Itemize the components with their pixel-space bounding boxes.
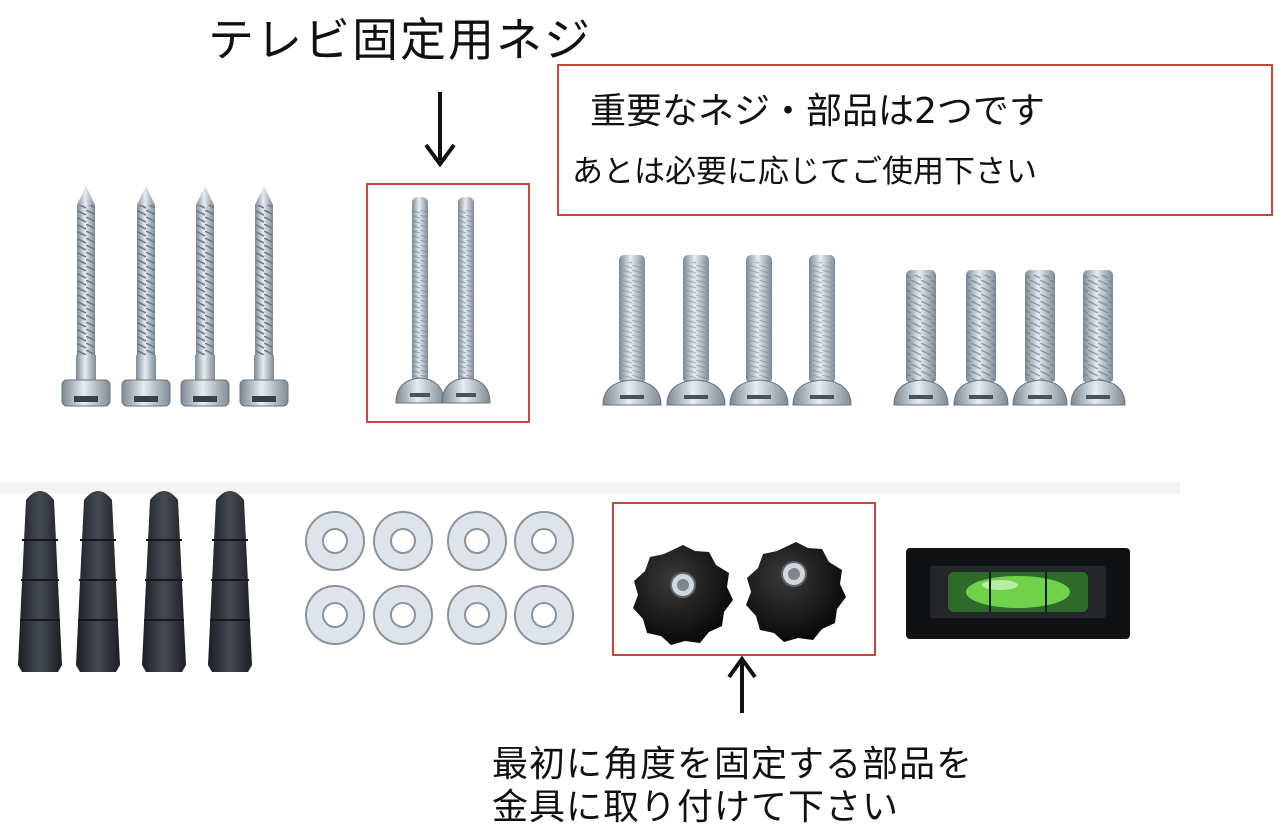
star-knobs (633, 542, 846, 645)
short-bolts (893, 270, 1126, 406)
down-arrow-icon (424, 92, 456, 168)
spirit-level (906, 548, 1130, 639)
up-arrow-icon (727, 655, 757, 713)
caption-line-1: 最初に角度を固定する部品を (492, 744, 974, 785)
tv-screws (395, 197, 491, 404)
washers (305, 511, 574, 645)
medium-bolts (602, 255, 852, 406)
caption-line-2: 金具に取り付けて下さい (492, 787, 900, 828)
important-note-box (557, 64, 1273, 216)
page-title: テレビ固定用ネジ (208, 13, 592, 67)
note-important-text: 重要なネジ・部品は2つです (590, 91, 1045, 132)
wood-screws (61, 186, 289, 407)
note-optional-text: あとは必要に応じてご使用下さい (572, 154, 1037, 190)
tv-screws-highlight (366, 183, 530, 423)
knobs-highlight (612, 502, 876, 656)
wall-anchors (18, 491, 252, 672)
